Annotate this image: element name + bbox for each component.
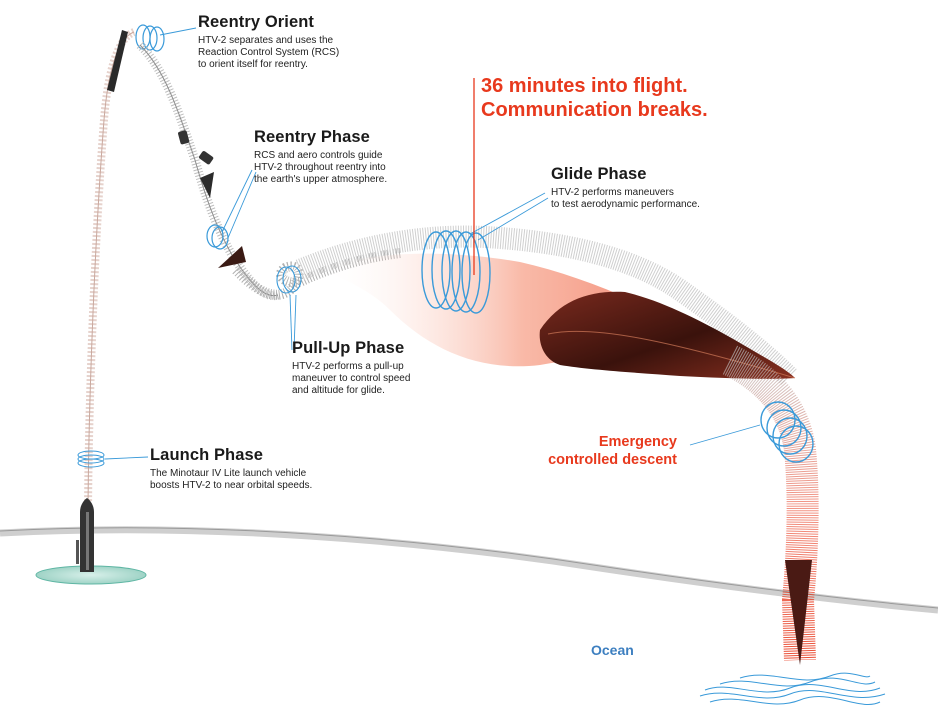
leader-lines <box>104 27 761 460</box>
rocket-icon <box>76 498 94 572</box>
glider-body <box>539 291 795 379</box>
emergency-descent-callout: Emergency controlled descent <box>548 434 677 468</box>
launch-phase-title: Launch Phase <box>150 446 264 464</box>
glide-phase-rings <box>421 230 491 314</box>
launch-phase-label: Launch Phase The Minotaur IV Lite launch… <box>150 446 312 492</box>
reentry-orient-label: Reentry Orient HTV-2 separates and uses … <box>198 13 339 70</box>
shroud-pieces <box>178 130 214 198</box>
ocean-waves <box>699 672 886 705</box>
glide-phase-title: Glide Phase <box>551 165 647 183</box>
reentry-orient-description: HTV-2 separates and uses the Reaction Co… <box>198 35 340 70</box>
ocean-label: Ocean <box>591 642 634 658</box>
separated-stage <box>107 30 128 92</box>
launch-phase-description: The Minotaur IV Lite launch vehicle boos… <box>150 468 313 491</box>
descent-trail <box>722 345 819 661</box>
pull-up-rings <box>276 265 302 294</box>
pull-up-phase-description: HTV-2 performs a pull-up maneuver to con… <box>292 361 411 396</box>
launch-phase-rings <box>77 450 105 468</box>
pull-up-phase-label: Pull-Up Phase HTV-2 performs a pull-up m… <box>292 339 410 396</box>
reentry-phase-title: Reentry Phase <box>254 128 370 146</box>
reentry-orient-rings <box>135 24 165 52</box>
pull-up-trail <box>232 248 401 300</box>
reentry-phase-description: RCS and aero controls guide HTV-2 throug… <box>254 150 388 185</box>
reentry-orient-title: Reentry Orient <box>198 13 315 31</box>
descent-rings <box>760 401 814 463</box>
communication-break-callout: 36 minutes into flight. Communication br… <box>481 75 708 121</box>
hypersonic-glider-icon <box>218 246 246 268</box>
earth-horizon <box>0 526 938 614</box>
glide-trail <box>295 225 798 386</box>
pull-up-phase-title: Pull-Up Phase <box>292 339 405 357</box>
glide-phase-label: Glide Phase HTV-2 performs maneuvers to … <box>551 165 700 211</box>
glide-phase-description: HTV-2 performs maneuvers to test aerodyn… <box>551 187 700 210</box>
reentry-phase-label: Reentry Phase RCS and aero controls guid… <box>254 128 387 185</box>
